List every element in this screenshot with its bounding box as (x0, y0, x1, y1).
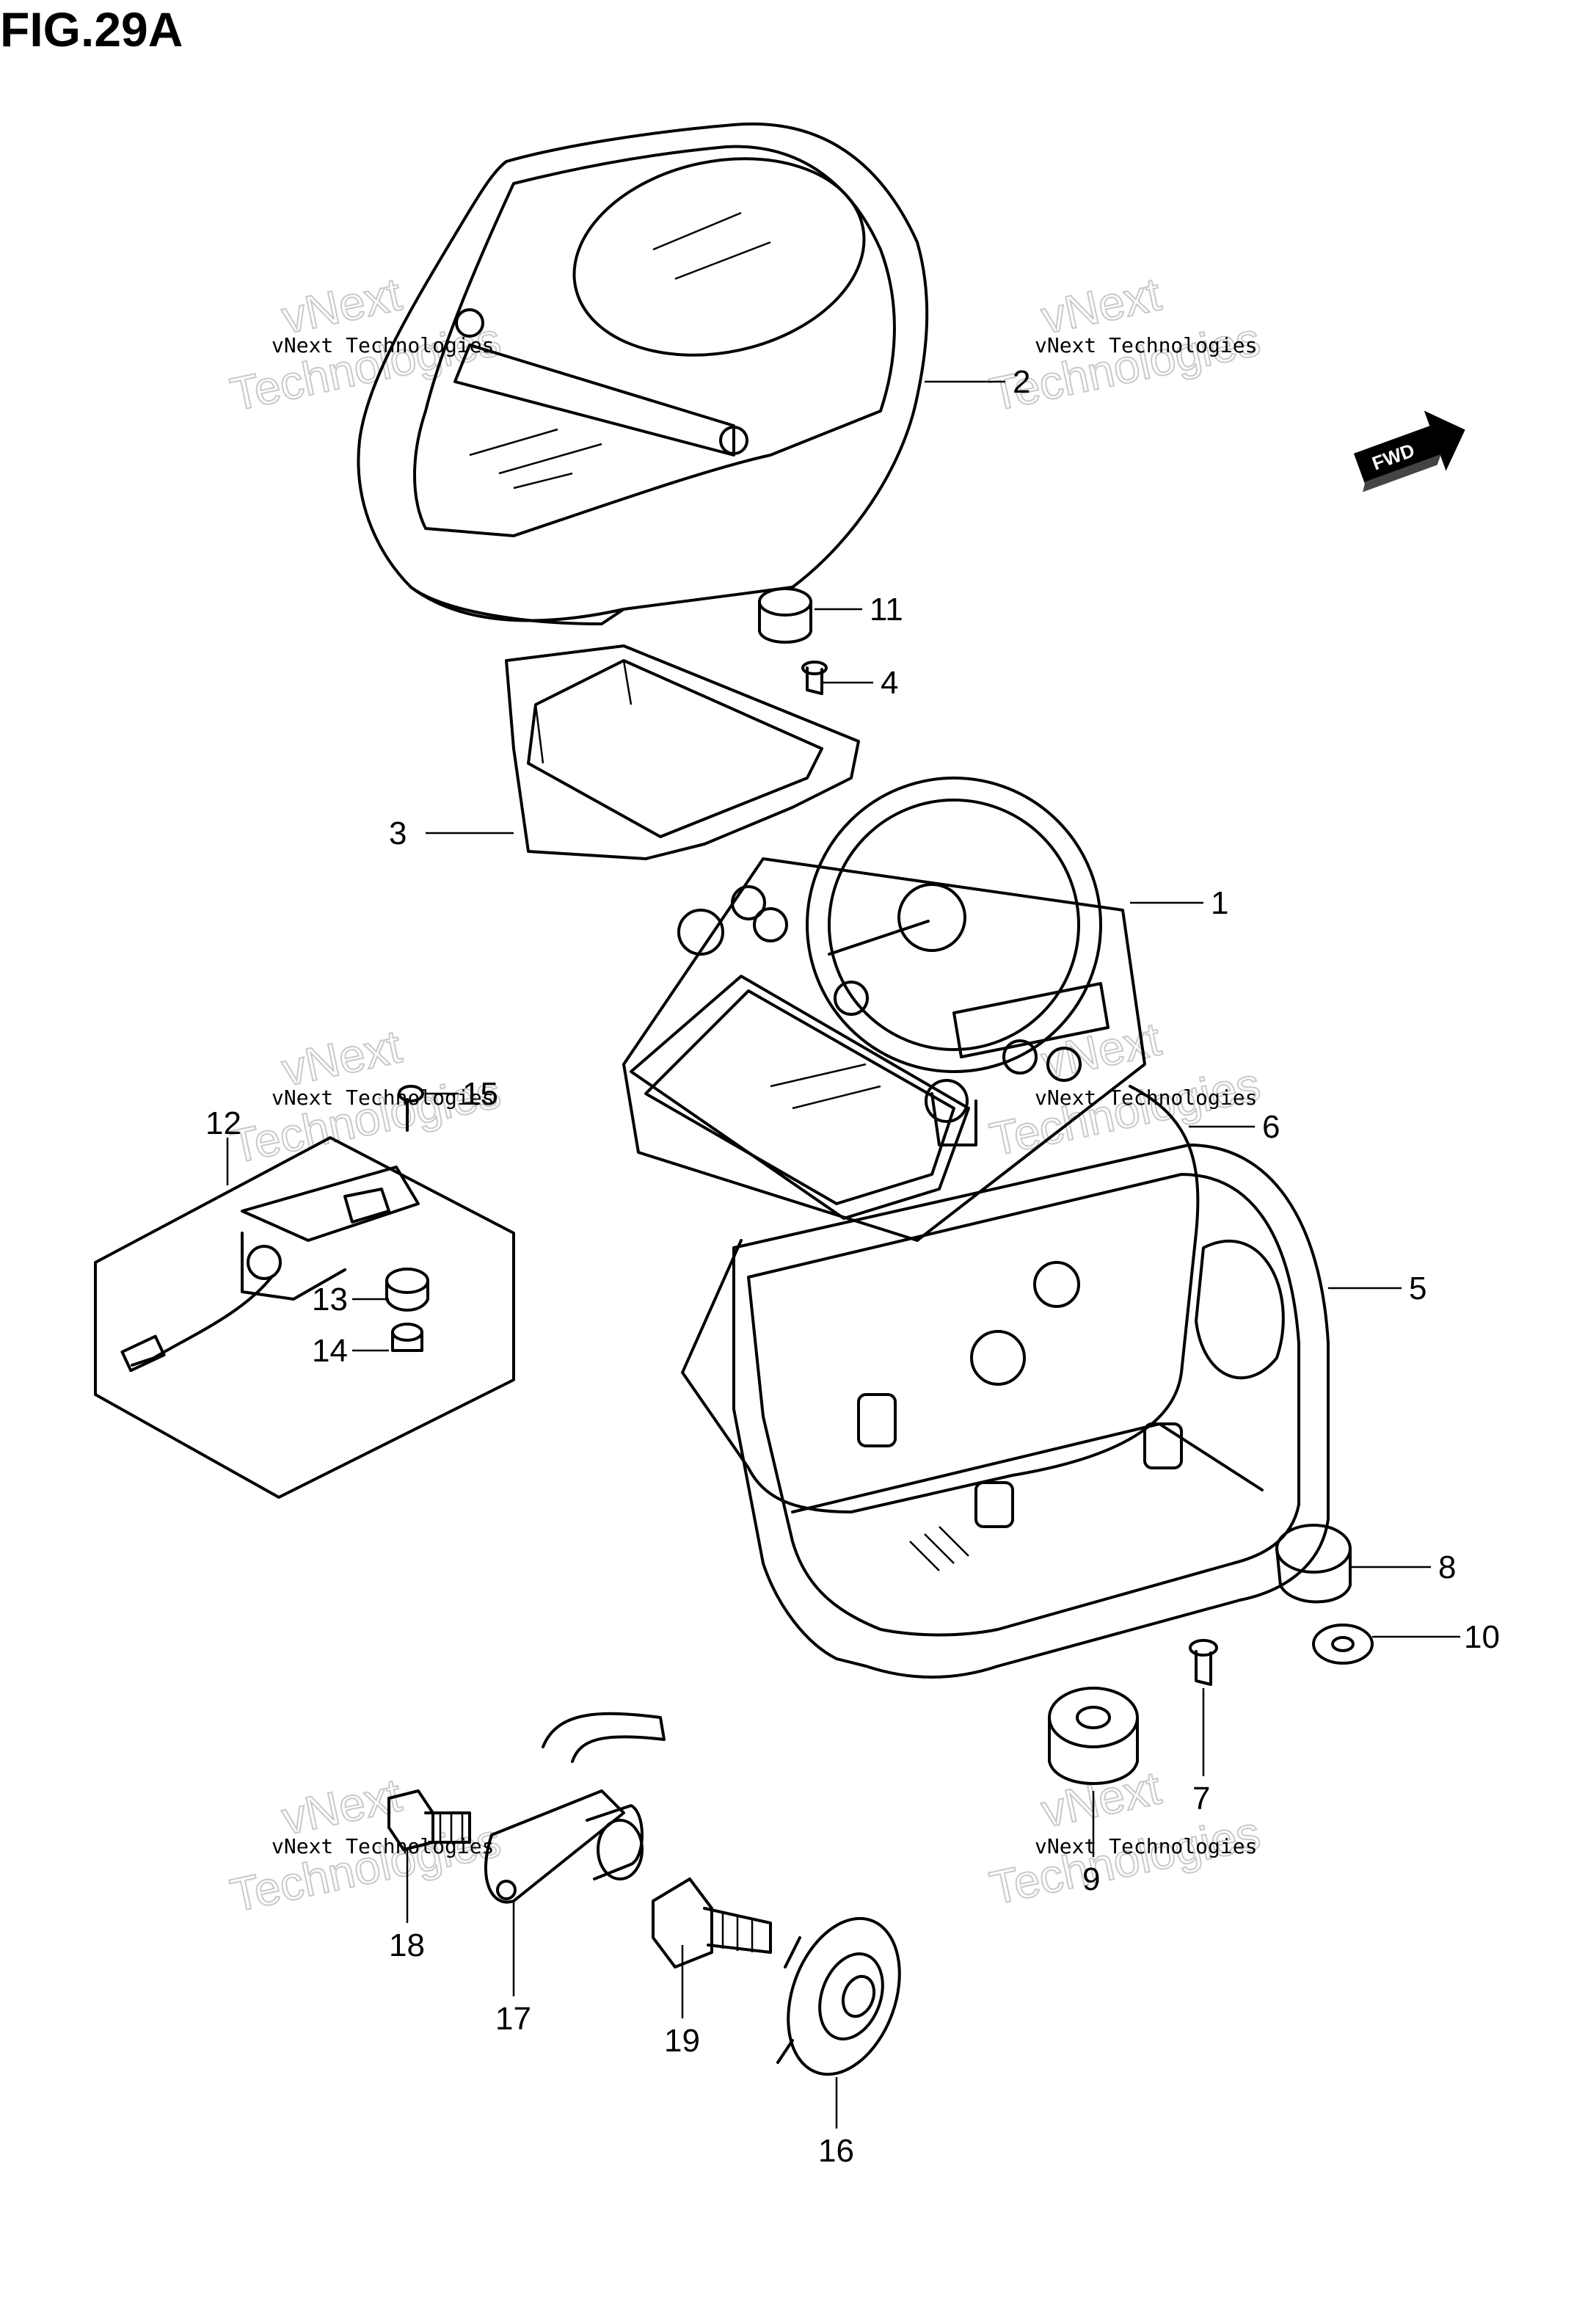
part-11-cushion (758, 587, 812, 644)
part-13-cushion (385, 1268, 429, 1312)
part-12-sensor-assembly-box (94, 1136, 515, 1499)
callout-18: 18 (389, 1927, 425, 1963)
part-4-rivet (801, 661, 828, 695)
part-7-screw (1189, 1639, 1218, 1686)
callout-12: 12 (205, 1105, 241, 1141)
svg-text:vNext Technologies: vNext Technologies (272, 1086, 494, 1110)
part-8-cushion (1275, 1524, 1352, 1604)
callout-9: 9 (1082, 1861, 1100, 1897)
callout-4: 4 (881, 665, 898, 701)
callout-labels: 2 11 4 3 1 6 5 8 10 7 9 12 15 13 14 18 1… (205, 364, 1500, 2169)
fwd-direction-badge: FWD (1353, 410, 1465, 492)
svg-text:vNext Technologies: vNext Technologies (1035, 1834, 1257, 1858)
callout-10: 10 (1464, 1619, 1500, 1655)
watermark-top-left: vNext Technologies vNext Technologies (225, 266, 506, 421)
svg-text:Technologies: Technologies (985, 1806, 1264, 1915)
callout-19: 19 (664, 2023, 700, 2059)
callout-14: 14 (312, 1333, 348, 1369)
svg-text:Technologies: Technologies (226, 313, 505, 421)
watermark-bottom-right: vNext Technologies vNext Technologies (985, 1760, 1265, 1915)
callout-3: 3 (389, 815, 407, 851)
callout-1: 1 (1211, 885, 1228, 921)
figure-title: FIG.29A (0, 2, 183, 57)
callout-6: 6 (1262, 1109, 1280, 1145)
part-6-wire-harness (681, 1085, 1200, 1513)
svg-text:vNext Technologies: vNext Technologies (272, 1834, 494, 1858)
part-17-speed-sensor (484, 1712, 666, 1904)
svg-text:Technologies: Technologies (226, 1814, 505, 1922)
callout-5: 5 (1409, 1270, 1426, 1306)
callout-13: 13 (312, 1282, 348, 1317)
callout-7: 7 (1192, 1781, 1210, 1817)
part-16-flange-gear (776, 1916, 901, 2076)
leader-lines (226, 380, 1460, 2129)
watermark-bottom-left: vNext Technologies vNext Technologies (225, 1767, 506, 1922)
callout-11: 11 (870, 592, 903, 628)
svg-text:vNext Technologies: vNext Technologies (1035, 1086, 1257, 1110)
svg-text:vNext Technologies: vNext Technologies (272, 333, 494, 357)
part-3-lens-panel (505, 644, 860, 860)
part-9-cushion (1048, 1687, 1139, 1785)
callout-15: 15 (462, 1076, 498, 1112)
callout-17: 17 (495, 2001, 531, 2037)
part-14-collar (391, 1323, 423, 1352)
callout-2: 2 (1013, 364, 1030, 400)
part-15-screw (398, 1085, 424, 1132)
callout-8: 8 (1438, 1549, 1456, 1585)
svg-text:vNext Technologies: vNext Technologies (1035, 333, 1257, 357)
part-18-bolt (387, 1789, 471, 1851)
part-19-bolt (652, 1877, 772, 1969)
part-5-meter-case (732, 1144, 1330, 1679)
callout-16: 16 (818, 2133, 854, 2169)
watermark-mid-right: vNext Technologies vNext Technologies (985, 1011, 1265, 1166)
part-2-meter-cover (357, 122, 929, 625)
part-1-meter-assembly (622, 777, 1146, 1242)
part-10-collar (1312, 1624, 1374, 1665)
